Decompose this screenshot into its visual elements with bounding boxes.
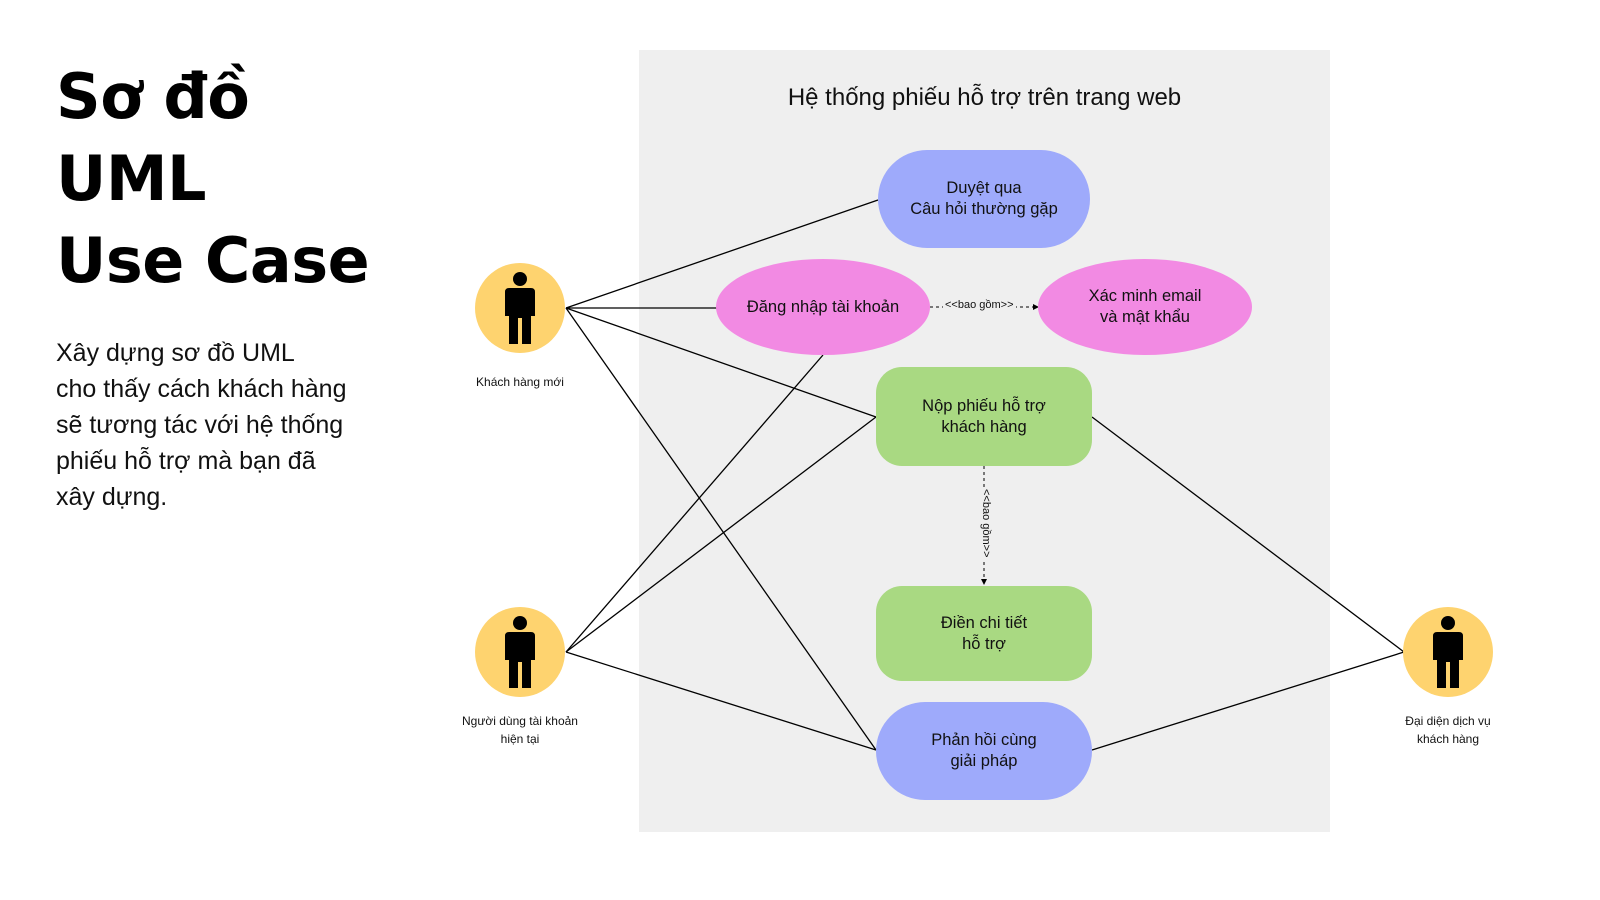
- assoc-newcustomer-respond: [565, 307, 877, 751]
- person-icon: [505, 272, 535, 344]
- page-title: Sơ đồ UML Use Case: [56, 56, 370, 302]
- usecase-login-label: Đăng nhập tài khoản: [746, 297, 900, 316]
- system-title: Hệ thống phiếu hỗ trợ trên trang web: [787, 84, 1182, 111]
- usecase-browse-faq-label: Duyệt qua Câu hỏi thường gặp: [910, 179, 1058, 218]
- assoc-existing-respond: [565, 651, 877, 751]
- include-label-submit: <<bao gồm>>: [980, 487, 992, 560]
- actor-service-rep-label: Đại diện dịch vụ khách hàng: [1405, 714, 1491, 746]
- title-line-3: Use Case: [56, 224, 370, 297]
- person-icon: [1433, 616, 1463, 688]
- assoc-rep-submit: [1091, 416, 1405, 653]
- assoc-newcustomer-submit: [565, 307, 877, 418]
- usecase-respond-label: Phản hồi cùng giải pháp: [931, 731, 1037, 770]
- usecase-fill-label: Điền chi tiết hỗ trợ: [940, 613, 1028, 653]
- actor-new-customer[interactable]: [475, 263, 565, 353]
- title-line-2: UML: [56, 142, 207, 215]
- usecase-login[interactable]: Đăng nhập tài khoản: [716, 259, 930, 355]
- assoc-rep-respond: [1091, 651, 1405, 751]
- usecase-fill-details[interactable]: Điền chi tiết hỗ trợ: [876, 586, 1092, 681]
- usecase-submit-label: Nộp phiếu hỗ trợ khách hàng: [922, 396, 1046, 436]
- usecase-browse-faq[interactable]: Duyệt qua Câu hỏi thường gặp: [878, 150, 1090, 248]
- actor-new-customer-label: Khách hàng mới: [476, 375, 564, 389]
- include-label-login: <<bao gồm>>: [943, 299, 1016, 311]
- actor-existing-user[interactable]: [475, 607, 565, 697]
- assoc-newcustomer-faq: [565, 199, 879, 309]
- usecase-verify-label: Xác minh email và mật khẩu: [1088, 287, 1202, 326]
- description-text: Xây dựng sơ đồ UML cho thấy cách khách h…: [56, 339, 347, 511]
- usecase-verify-credentials[interactable]: Xác minh email và mật khẩu: [1038, 259, 1252, 355]
- title-line-1: Sơ đồ: [56, 60, 250, 133]
- assoc-existing-login: [565, 354, 824, 653]
- usecase-submit-ticket[interactable]: Nộp phiếu hỗ trợ khách hàng: [876, 367, 1092, 466]
- usecase-respond-solution[interactable]: Phản hồi cùng giải pháp: [876, 702, 1092, 800]
- actor-existing-user-label: Người dùng tài khoản hiện tại: [462, 714, 578, 746]
- actor-service-rep[interactable]: [1403, 607, 1493, 697]
- person-icon: [505, 616, 535, 688]
- assoc-existing-submit: [565, 416, 877, 653]
